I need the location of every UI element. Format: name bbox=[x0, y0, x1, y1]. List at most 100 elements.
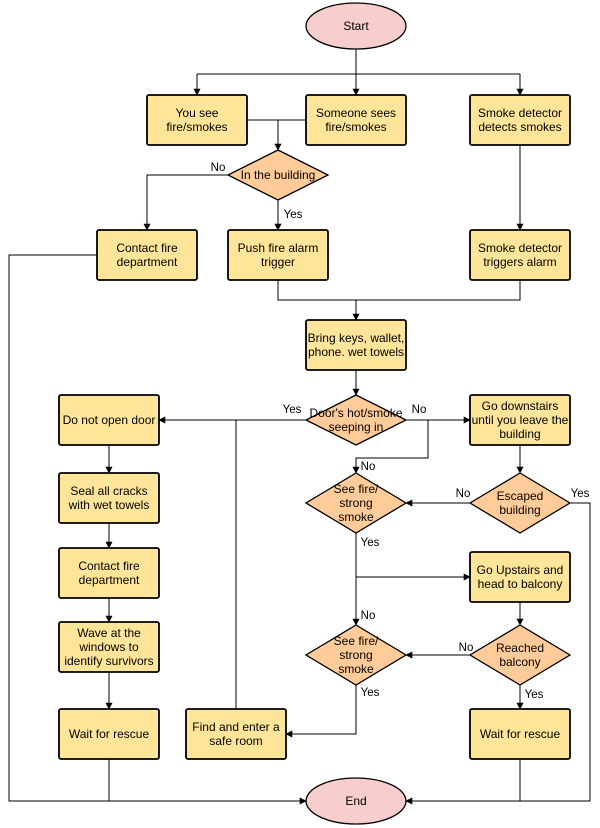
edge-in-building-no bbox=[143, 174, 228, 231]
node-shape bbox=[58, 394, 160, 446]
edge-label-see-fire-1-yes: Yes bbox=[361, 537, 380, 549]
node-label: End bbox=[345, 794, 366, 808]
node-label: Wave at the bbox=[77, 626, 141, 640]
edge-door-no-down bbox=[352, 420, 429, 474]
node-label: Escaped bbox=[497, 489, 544, 503]
edge-see2-yes bbox=[285, 685, 357, 738]
node-shape bbox=[146, 94, 248, 146]
node-label: smoke bbox=[338, 510, 374, 524]
node-label: Reached bbox=[496, 641, 544, 655]
node-label: trigger bbox=[261, 255, 295, 269]
node-label: identify survivors bbox=[64, 654, 153, 668]
node-shape bbox=[58, 547, 160, 599]
node-shape bbox=[185, 708, 287, 760]
node-label: Go Upstairs and bbox=[477, 563, 564, 577]
node-do-not-open: Do not open door bbox=[58, 394, 160, 446]
node-shape bbox=[304, 394, 408, 446]
node-shape bbox=[468, 472, 572, 534]
node-label: triggers alarm bbox=[483, 255, 556, 269]
node-label: head to balcony bbox=[478, 577, 563, 591]
node-shape bbox=[469, 229, 571, 281]
node-label: See fire/ bbox=[334, 634, 379, 648]
node-in-building: In the building bbox=[226, 149, 330, 201]
node-shape bbox=[305, 777, 407, 825]
node-label: strong bbox=[339, 496, 372, 510]
node-label: In the building bbox=[241, 168, 316, 182]
node-label: Go downstairs bbox=[482, 399, 559, 413]
node-start: Start bbox=[305, 2, 407, 50]
edge-label-door-yes: Yes bbox=[283, 404, 302, 416]
node-label: Do not open door bbox=[63, 413, 156, 427]
node-label: You see bbox=[176, 106, 219, 120]
node-label: until you leave the bbox=[472, 413, 569, 427]
node-shape bbox=[469, 551, 571, 603]
node-shape bbox=[58, 621, 160, 673]
node-label: Push fire alarm bbox=[238, 241, 319, 255]
node-label: Smoke detector bbox=[478, 241, 562, 255]
node-label: Someone sees bbox=[316, 106, 396, 120]
edge-label-see-fire-1-no: No bbox=[361, 461, 376, 473]
edge-escaped-yes bbox=[405, 502, 591, 805]
node-shape bbox=[469, 94, 571, 146]
node-label: windows to bbox=[78, 640, 139, 654]
edge-push-alarm-out bbox=[277, 280, 521, 301]
node-label: Contact fire bbox=[78, 559, 140, 573]
node-label: See fire/ bbox=[334, 482, 379, 496]
node-label: phone. wet towels bbox=[308, 345, 404, 359]
node-shape bbox=[305, 2, 407, 50]
edge-label-balcony-no: No bbox=[459, 642, 474, 654]
node-label: Contact fire bbox=[116, 241, 178, 255]
node-label: department bbox=[117, 255, 178, 269]
node-shape bbox=[469, 708, 571, 760]
node-label: Smoke detector bbox=[478, 106, 562, 120]
node-label: Start bbox=[343, 19, 369, 33]
edge-label-in-building-no: No bbox=[211, 162, 226, 174]
node-wait-rescue-right: Wait for rescue bbox=[469, 708, 571, 760]
node-label: building bbox=[499, 503, 540, 517]
edge-label-door-no: No bbox=[412, 404, 427, 416]
node-shape bbox=[226, 149, 330, 201]
node-label: detects smokes bbox=[478, 120, 561, 134]
node-label: seeping in bbox=[329, 420, 384, 434]
node-label: fire/smokes bbox=[166, 120, 227, 134]
node-label: balcony bbox=[499, 655, 540, 669]
node-label: fire/smokes bbox=[325, 120, 386, 134]
node-label: department bbox=[79, 573, 140, 587]
node-shape bbox=[468, 624, 572, 686]
node-shape bbox=[227, 229, 329, 281]
node-label: strong bbox=[339, 648, 372, 662]
node-shape bbox=[305, 94, 407, 146]
edge-label-in-building-yes: Yes bbox=[284, 209, 303, 221]
node-shape bbox=[304, 624, 408, 686]
node-label: with wet towels bbox=[68, 498, 150, 512]
edge-label-see-fire-2-no: No bbox=[361, 610, 376, 622]
edge-label-escaped-no: No bbox=[456, 488, 471, 500]
node-label: Find and enter a bbox=[192, 720, 280, 734]
node-label: Bring keys, wallet, bbox=[308, 331, 405, 345]
node-shape bbox=[58, 708, 160, 760]
node-label: smoke bbox=[338, 662, 374, 676]
node-shape bbox=[305, 319, 407, 371]
node-bring-keys: Bring keys, wallet,phone. wet towels bbox=[305, 319, 407, 371]
node-wait-rescue-left: Wait for rescue bbox=[58, 708, 160, 760]
node-shape bbox=[58, 472, 160, 524]
edge-label-see-fire-2-yes: Yes bbox=[361, 687, 380, 699]
